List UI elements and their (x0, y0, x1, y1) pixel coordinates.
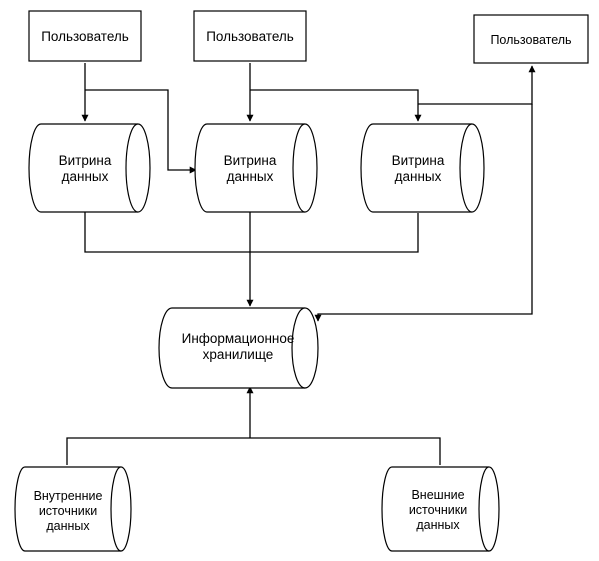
data-mart-3: Витрина данных (360, 123, 485, 213)
source-label-line3: данных (416, 518, 460, 532)
user-box-3: Пользователь (473, 14, 589, 64)
information-warehouse: Информационное хранилище (158, 307, 319, 389)
external-data-sources: Внешние источники данных (381, 466, 500, 552)
internal-data-sources: Внутренние источники данных (14, 466, 132, 552)
data-mart-1: Витрина данных (28, 123, 151, 213)
edge-marts-collector (84, 210, 419, 253)
mart-label-line2: данных (395, 169, 442, 184)
edge-mart3-to-user3 (418, 65, 536, 105)
warehouse-label-line2: хранилище (203, 347, 274, 362)
source-label-line3: данных (46, 519, 90, 533)
source-label-line1: Внешние (411, 488, 464, 502)
mart-label-line1: Витрина (392, 153, 445, 168)
user-box-2: Пользователь (193, 10, 307, 62)
edge-user2-to-mart3 (250, 89, 422, 122)
warehouse-label-line1: Информационное (182, 331, 295, 346)
user-label: Пользователь (490, 33, 571, 47)
source-label-line2: источники (39, 504, 97, 518)
mart-label-line1: Витрина (224, 153, 277, 168)
source-label-line2: источники (409, 503, 467, 517)
data-mart-2: Витрина данных (194, 123, 318, 213)
edge-user3-to-warehouse (314, 104, 533, 322)
mart-label-line2: данных (62, 169, 109, 184)
edge-user1-to-mart2 (85, 89, 197, 174)
mart-label-line2: данных (227, 169, 274, 184)
user-box-1: Пользователь (28, 10, 142, 62)
user-label: Пользователь (41, 29, 129, 44)
mart-label-line1: Витрина (59, 153, 112, 168)
user-label: Пользователь (206, 29, 294, 44)
source-label-line1: Внутренние (34, 489, 103, 503)
edge-sources-bus (66, 437, 441, 465)
connectors (66, 63, 536, 465)
